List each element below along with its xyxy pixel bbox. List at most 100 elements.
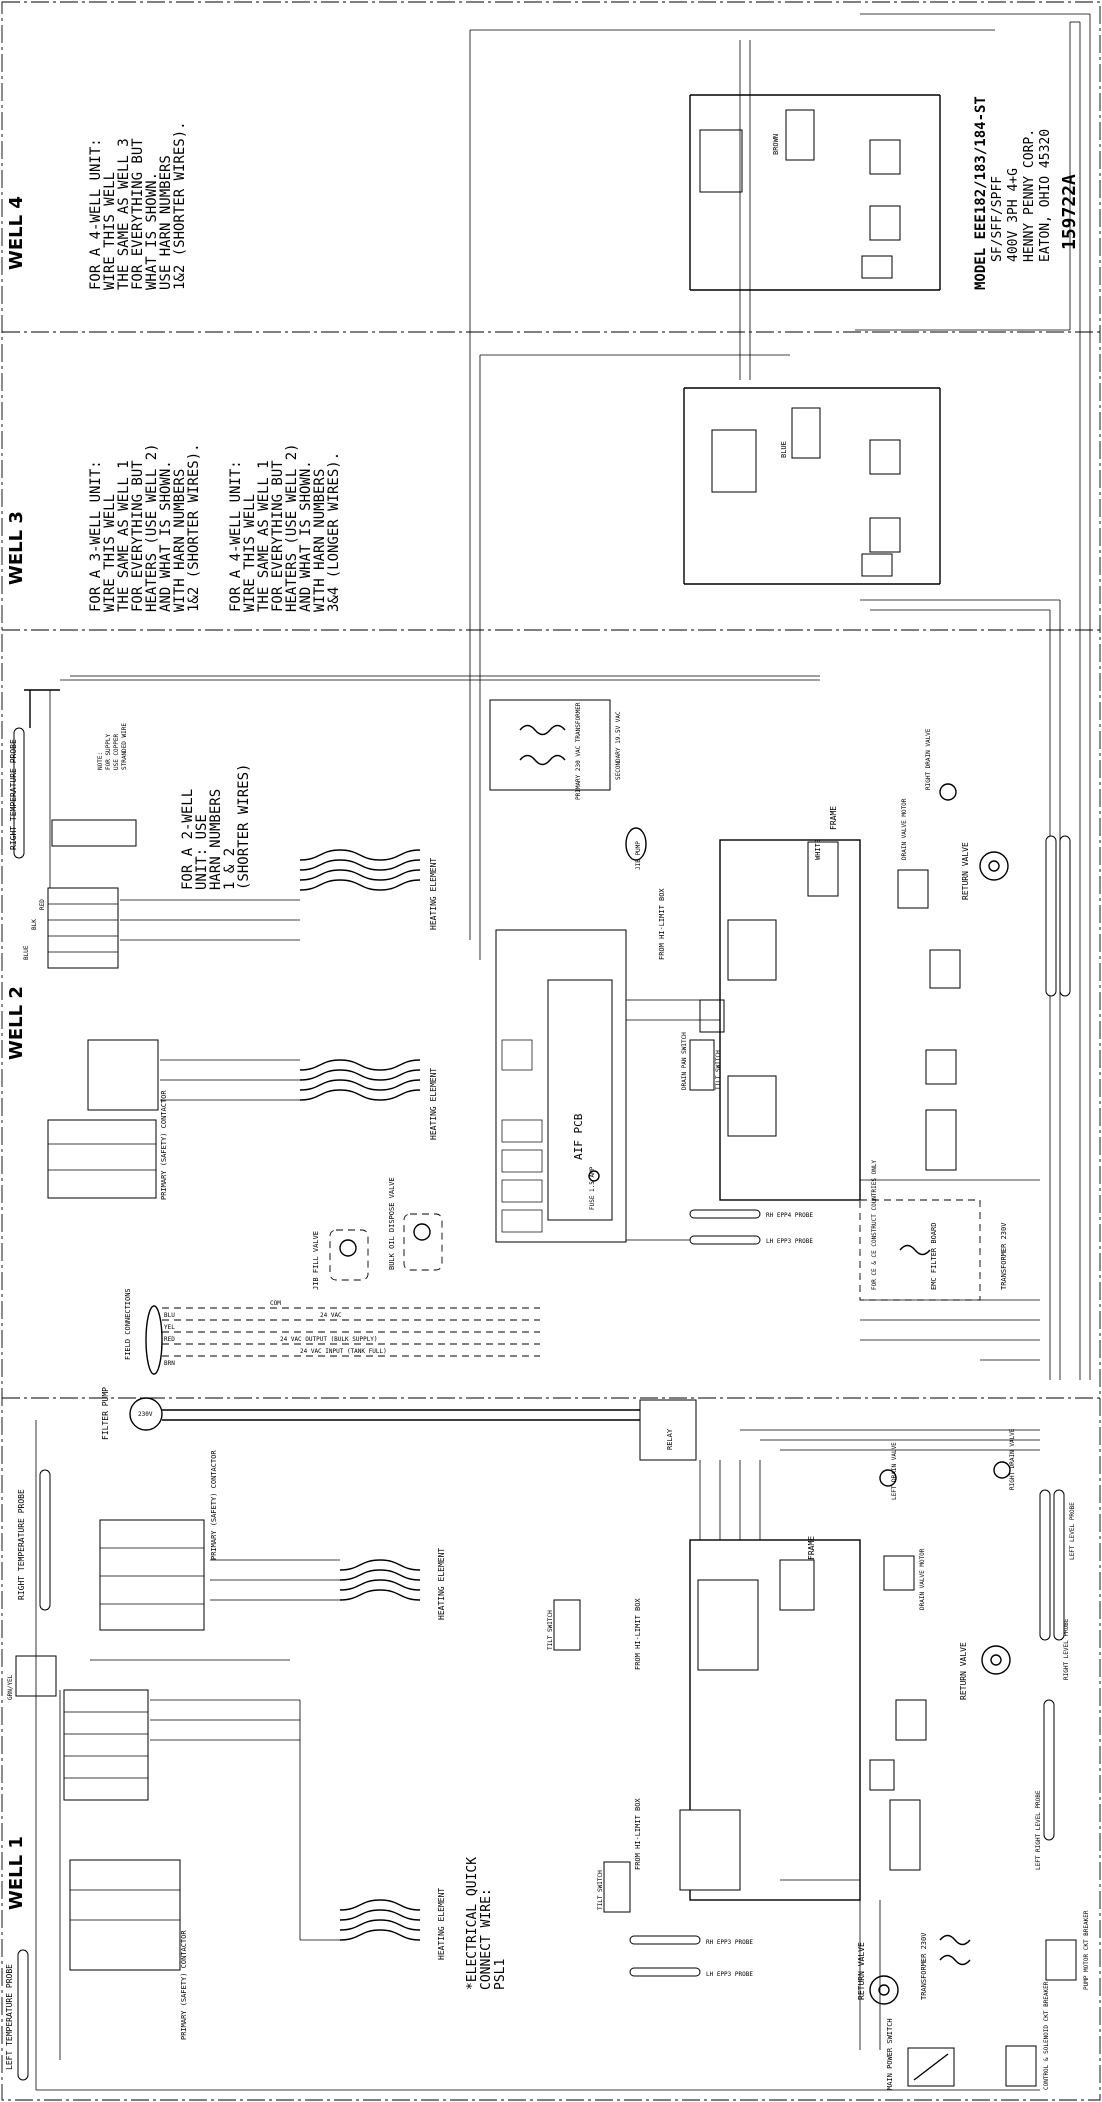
note-line: FOR EVERYTHING BUT (130, 460, 146, 612)
filter-pump-voltage: 230V (138, 1411, 153, 1418)
drain-valve-motor-label: DRAIN VALVE MOTOR (901, 798, 908, 860)
quick-connect-note: *ELECTRICAL QUICK CONNECT WIRE: PSL1 (465, 1857, 508, 1990)
well1-title: WELL 1 (6, 1836, 27, 1910)
note-line: HARN NUMBERS (208, 789, 224, 890)
well4-brown-label: BROWN (772, 134, 780, 155)
well2-control-board: WHITE FRAME RETURN VALVE RIGHT LEVEL PRO… (719, 728, 1072, 1201)
note-line: HEATERS (USE WELL 2) (284, 443, 300, 612)
rh-probe-label: RH EPP3 PROBE (706, 1939, 753, 1946)
emc-filter-label: EMC FILTER BOARD (930, 1223, 938, 1290)
field-24vac-label: 24 VAC (320, 1312, 342, 1319)
well1-control-board: FRAME FROM HI-LIMIT BOX FROM HI-LIMIT BO… (547, 1536, 927, 1913)
right-temp-probe-label: RIGHT TEMPERATURE PROBE (9, 739, 18, 850)
note-line: WHAT IS SHOWN. (144, 172, 160, 290)
well2-note: FOR A 2-WELL UNIT: USE HARN NUMBERS 1 & … (180, 764, 252, 890)
wire-blue-label: BLUE (23, 945, 30, 960)
left-right-level-probe-label: LEFT RIGHT LEVEL PROBE (1035, 1790, 1042, 1870)
note-line: WIRE THIS WELL (102, 494, 118, 612)
drain-valve-motor-label: DRAIN VALVE MOTOR (919, 1548, 926, 1610)
pump-breaker-label: PUMP MOTOR CKT BREAKER (1083, 1910, 1090, 1990)
bulk-oil-dispose-valve-label: BULK OIL DISPOSE VALVE (388, 1177, 396, 1270)
from-hi-limit-label: FROM HI-LIMIT BOX (634, 1798, 642, 1870)
well2-primary-contactor (47, 1119, 157, 1199)
well4-right-well-connector (869, 139, 901, 175)
wire-blu-label: BLU (164, 1312, 175, 1319)
supply-note: STRANDED WIRE (121, 723, 128, 770)
well1-filter-pump: 230V FILTER PUMP (101, 1387, 640, 1440)
rh-probe-label: RH EPP4 PROBE (766, 1212, 813, 1219)
note-line: AND WHAT IS SHOWN. (158, 460, 174, 612)
field-output-label: 24 VAC OUTPUT (BULK SUPPLY) (280, 1336, 378, 1343)
jib-pump-label: JIB PUMP (635, 841, 642, 870)
title-block: MODEL EEE182/183/184-ST SF/SFF/SPFF 400V… (973, 96, 1080, 290)
well4-harness-connector (785, 109, 815, 161)
jib-fill-valve-label: JIB FILL VALVE (312, 1231, 320, 1290)
left-drain-valve-label: LEFT DRAIN VALVE (891, 1442, 898, 1500)
note-line: CONNECT WIRE: (479, 1888, 494, 1990)
well1-main-terminal-block: GRN/YEL (7, 1655, 149, 1801)
well4-cp-connector (861, 255, 893, 279)
note-line: WIRE THIS WELL (242, 494, 258, 612)
tilt-switch-label: TILT SWITCH (715, 1050, 722, 1090)
note-line: (SHORTER WIRES) (236, 764, 252, 890)
wire-grn-label: GRN/YEL (7, 1674, 14, 1700)
note-line: WIRE THIS WELL (102, 172, 118, 290)
drain-pan-switch-label: DRAIN PAN SWITCH (681, 1032, 688, 1090)
primary-contactor-label: PRIMARY (SAFETY) CONTACTOR (180, 1930, 188, 2040)
well3-connector-block (711, 429, 757, 493)
drawing-number: 159722A (1059, 174, 1080, 250)
primary-contactor-label: PRIMARY (SAFETY) CONTACTOR (210, 1450, 218, 1560)
note-line: FOR EVERYTHING BUT (130, 138, 146, 290)
secondary-transformer-label: SECONDARY 19.5V VAC (615, 711, 622, 780)
well4-left-well-connector (869, 205, 901, 241)
note-line: WITH HARN NUMBERS (312, 469, 328, 612)
well1-relay: RELAY (639, 1399, 697, 1461)
well3-note-a: FOR A 3-WELL UNIT: WIRE THIS WELL THE SA… (88, 443, 202, 612)
control-breaker-label: CONTROL & SOLENOID CKT BREAKER (1043, 1981, 1050, 2090)
return-valve-label: RETURN VALVE (961, 842, 970, 900)
transformer-label: TRANSFORMER 230V (1000, 1222, 1008, 1290)
note-line: THE SAME AS WELL 1 (256, 460, 272, 612)
right-drain-valve-label: RIGHT DRAIN VALVE (1009, 1428, 1016, 1490)
heating-element-label: HEATING ELEMENT (429, 1068, 438, 1140)
note-line: 3&4 (LONGER WIRES). (326, 452, 342, 612)
well2-heating-element-top: HEATING ELEMENT (299, 849, 438, 930)
heating-element-label: HEATING ELEMENT (429, 858, 438, 930)
model-variants: SF/SFF/SPFF (990, 176, 1005, 262)
note-line: FOR A 2-WELL (180, 789, 196, 890)
well1-contactor-bottom: PRIMARY (SAFETY) CONTACTOR (69, 1859, 188, 2040)
note-line: FOR EVERYTHING BUT (270, 460, 286, 612)
frame-label: FRAME (829, 806, 838, 830)
well2-right-temp-probe: RIGHT TEMPERATURE PROBE (9, 689, 60, 859)
well2-transformer: SECONDARY 19.5V VAC PRIMARY 230 VAC TRAN… (489, 699, 622, 800)
primary-transformer-label: PRIMARY 230 VAC TRANSFORMER (575, 702, 582, 800)
heating-element-label: HEATING ELEMENT (437, 1888, 446, 1960)
filter-pump-label: FILTER PUMP (101, 1387, 110, 1440)
note-line: UNIT: USE (194, 814, 210, 890)
note-line: *ELECTRICAL QUICK (465, 1857, 480, 1990)
from-hi-limit-label: FROM HI-LIMIT BOX (634, 1598, 642, 1670)
well1-heating-element-bottom: HEATING ELEMENT (339, 1888, 446, 1960)
well2-contactor: PRIMARY (SAFETY) CONTACTOR (47, 1039, 168, 1200)
well4-board-area: BROWN (689, 94, 941, 291)
field-input-label: 24 VAC INPUT (TANK FULL) (300, 1348, 387, 1355)
note-line: 1&2 (SHORTER WIRES). (172, 121, 188, 290)
wire-blk-label: BLK (31, 919, 38, 930)
well2-field-connections: FIELD CONNECTIONS COM 24 VAC 24 VAC OUTP… (124, 1288, 540, 1375)
well2-heating-element-bottom: HEATING ELEMENT (299, 1059, 438, 1140)
right-drain-valve-label: RIGHT DRAIN VALVE (925, 728, 932, 790)
wire-white-label: WHITE (814, 839, 822, 860)
return-valve-label: RETURN VALVE (959, 1642, 968, 1700)
note-line: WITH HARN NUMBERS (172, 469, 188, 612)
well1-main-power-switch: MAIN POWER SWITCH CONTROL & SOLENOID CKT… (886, 1910, 1090, 2090)
well1-right-temp-probe: RIGHT TEMPERATURE PROBE (17, 1469, 51, 1611)
company-name: HENNY PENNY CORP. (1022, 129, 1037, 262)
well3-right-well-connector (869, 439, 901, 475)
fuse-label: FUSE 1.5 AMP (589, 1166, 596, 1210)
relay-label: RELAY (666, 1428, 674, 1450)
well3-board-area: BLUE (683, 387, 941, 585)
well2-valves: JIB FILL VALVE BULK OIL DISPOSE VALVE (312, 1177, 443, 1290)
lh-probe-label: LH EPP3 PROBE (706, 1971, 753, 1978)
